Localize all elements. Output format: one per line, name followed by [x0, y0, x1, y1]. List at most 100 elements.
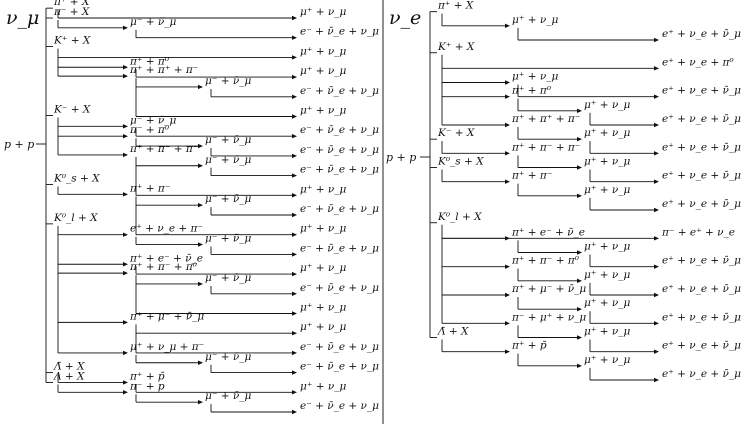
parent-state-label: Λ̄ + X [53, 361, 85, 373]
decay-arrowhead [292, 114, 297, 119]
decay-node-label: π⁺ + e⁻ + ν̄_e [129, 252, 203, 264]
final-state-label: μ⁺ + ν_μ [300, 65, 346, 77]
decay-arrowhead [654, 94, 659, 99]
decay-arrowhead [292, 134, 297, 139]
decay-arrowhead [577, 335, 582, 340]
final-state-label: e⁻ + ν̄_e + ν_μ [300, 282, 379, 294]
decay-node-label: π⁻ + μ⁺ + ν_μ [511, 311, 586, 323]
decay-node-label: μ⁺ + ν_μ [584, 184, 630, 196]
title-numu: ν_μ [6, 7, 39, 29]
decay-arrowhead [654, 179, 659, 184]
decay-node-label: μ⁺ + ν_μ [584, 297, 630, 309]
decay-arrowhead [292, 74, 297, 80]
decay-node-label: μ⁻ + ν̄_μ [205, 351, 251, 363]
decay-arrowhead [505, 321, 510, 326]
final-state-label: e⁺ + ν_e + ν̄_μ [662, 28, 741, 40]
decay-arrowhead [577, 193, 582, 199]
decay-node-label: π⁺ + π⁻ + π⁻ [129, 143, 198, 155]
final-state-label: π⁻ + e⁺ + ν_e [661, 226, 735, 238]
decay-arrowhead [292, 252, 297, 257]
decay-arrowhead [292, 370, 297, 375]
final-state-label: e⁻ + ν̄_e + ν_μ [300, 85, 379, 97]
final-state-label: e⁻ + ν̄_e + ν_μ [300, 242, 379, 254]
decay-node-label: μ⁺ + ν_μ [512, 14, 558, 26]
decay-arrowhead [577, 363, 582, 369]
decay-arrowhead [292, 331, 297, 336]
decay-arrowhead [123, 270, 128, 276]
decay-arrowhead [577, 165, 582, 170]
decay-arrowhead [123, 380, 128, 385]
decay-arrowhead [577, 250, 582, 255]
decay-node-label: μ⁻ + ν̄_μ [205, 233, 251, 245]
decay-arrowhead [292, 409, 297, 415]
final-state-label: e⁺ + ν_e + ν̄_μ [662, 141, 741, 153]
final-state-label: e⁺ + ν_e + ν̄_μ [662, 113, 741, 125]
final-state-label: μ⁺ + ν_μ [300, 262, 346, 274]
decay-arrowhead [654, 349, 659, 354]
decay-arrowhead [198, 163, 203, 168]
decay-node-label: π⁺ + π⁻ [511, 170, 552, 182]
decay-arrowhead [198, 202, 203, 208]
decay-arrowhead [292, 271, 297, 277]
decay-arrowhead [654, 151, 659, 156]
final-state-label: μ⁺ + ν_μ [300, 183, 346, 195]
decay-arrowhead [123, 152, 128, 158]
decay-arrowhead [123, 232, 128, 237]
decay-arrowhead [292, 94, 297, 99]
decay-arrowhead [505, 292, 510, 298]
parent-state-label: Λ̄ + X [437, 326, 469, 338]
decay-node-label: μ⁻ + ν̄_μ [205, 75, 251, 87]
decay-arrowhead [198, 242, 203, 247]
decay-node-label: μ⁻ + ν̄_μ [205, 193, 251, 205]
decay-node-label: μ⁻ + ν̄_μ [205, 134, 251, 146]
decay-arrowhead [654, 122, 659, 128]
parent-state-label: Λ + X [53, 370, 85, 382]
decay-arrowhead [123, 320, 128, 325]
parent-state-label: π⁺ + X [53, 0, 90, 8]
decay-node-label: μ⁻ + ν̄_μ [130, 16, 176, 28]
parent-state-label: K⁺ + X [53, 35, 91, 47]
decay-arrowhead [577, 136, 582, 142]
decay-node-label: μ⁺ + ν_μ [584, 99, 630, 111]
decay-arrowhead [292, 291, 297, 296]
decay-node-label: μ⁻ + ν̄_μ [130, 114, 176, 126]
left-tree: π⁺ + Xμ⁺ + ν_μπ⁻ + Xμ⁻ + ν̄_μe⁻ + ν̄_e +… [36, 0, 379, 415]
decay-arrowhead [292, 35, 297, 40]
decay-arrowhead [123, 192, 128, 197]
final-state-label: e⁻ + ν̄_e + ν_μ [300, 124, 379, 136]
final-state-label: e⁺ + ν_e + ν̄_μ [662, 170, 741, 182]
decay-node-label: π⁺ + π⁻ + π⁰ [511, 255, 580, 267]
final-state-label: e⁺ + ν_e + ν̄_μ [662, 255, 741, 267]
parent-state-label: K⁰_l + X [53, 212, 98, 224]
decay-node-label: μ⁺ + ν_μ [584, 326, 630, 338]
final-state-label: e⁻ + ν̄_e + ν_μ [300, 164, 379, 176]
final-state-label: μ⁺ + ν_μ [300, 105, 346, 117]
decay-node-label: μ⁺ + ν_μ [584, 269, 630, 281]
final-state-label: μ⁺ + ν_μ [300, 223, 346, 235]
decay-arrowhead [198, 399, 203, 405]
decay-node-label: π⁺ + π⁺ + π⁻ [129, 64, 198, 76]
source-right: p + p [386, 151, 416, 164]
decay-arrowhead [292, 390, 297, 395]
decay-arrowhead [505, 264, 510, 269]
decay-node-label: π⁺ + p̄ [511, 340, 547, 352]
final-state-label: e⁻ + ν̄_e + ν_μ [300, 341, 379, 353]
decay-arrowhead [123, 124, 128, 129]
decay-arrowhead [505, 80, 510, 85]
decay-arrowhead [123, 73, 128, 79]
decay-arrowhead [505, 23, 510, 29]
decay-arrowhead [198, 84, 203, 90]
decay-arrowhead [654, 292, 659, 298]
decay-node-label: μ⁺ + ν_μ [584, 241, 630, 253]
right-tree: π⁺ + Xμ⁺ + ν_μe⁺ + ν_e + ν̄_μK⁺ + Xe⁺ + … [420, 0, 741, 383]
final-state-label: e⁻ + ν̄_e + ν_μ [300, 144, 379, 156]
decay-arrowhead [292, 15, 297, 21]
final-state-label: e⁻ + ν̄_e + ν_μ [300, 203, 379, 215]
decay-node-label: π⁻ + p [129, 380, 165, 392]
final-state-label: μ⁺ + ν_μ [300, 321, 346, 333]
decay-arrowhead [505, 151, 510, 156]
parent-state-label: K⁺ + X [437, 41, 475, 53]
decay-arrowhead [123, 25, 128, 31]
